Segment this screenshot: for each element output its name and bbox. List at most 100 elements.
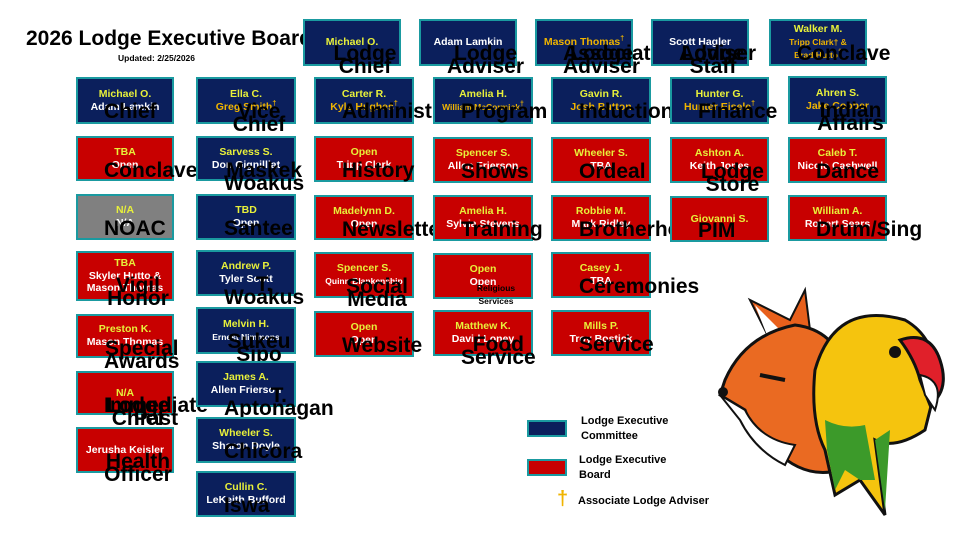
- position-title: Special Awards: [104, 338, 179, 372]
- position-title: Religious Services: [461, 282, 531, 308]
- adviser-name: Hunter Eisele†: [683, 100, 755, 114]
- line-text: Dance: [816, 160, 880, 183]
- line-text: Amelia H.: [459, 87, 507, 100]
- line-text: Spencer S.: [455, 147, 511, 160]
- dagger-icon: †: [557, 488, 569, 510]
- chair-name: Casey J.: [580, 262, 623, 275]
- chair-name: Carter R.: [342, 88, 386, 101]
- position-title: T. Woakus: [224, 274, 304, 308]
- line-text: Wheeler S.: [574, 147, 628, 160]
- legend-dagger-label: Associate Lodge Adviser: [578, 495, 710, 507]
- adviser-name: Open: [233, 217, 260, 230]
- line-text: Website: [342, 334, 423, 357]
- position-title: Lodge Chief: [331, 43, 399, 77]
- chair-name: Cullin C.: [225, 481, 268, 494]
- adviser-name: Sharon Doyle: [212, 440, 280, 453]
- position-title: Vice Chief: [224, 101, 294, 135]
- position-title: PIM: [698, 220, 735, 241]
- line-text: Hunter Eisele: [683, 100, 752, 113]
- line-text: N/A: [115, 204, 135, 217]
- adviser-name: Open: [112, 159, 139, 172]
- line-text: Inductions: [579, 100, 686, 123]
- chair-name: N/A: [116, 204, 134, 217]
- line-text: Ahren S.: [815, 87, 860, 100]
- line-text: T. Aptonagan: [224, 384, 334, 420]
- line-text: Adam Lamkin: [90, 100, 160, 113]
- line-text: Nicole Cashwell: [797, 160, 878, 172]
- chair-name: Michael O.: [99, 88, 152, 101]
- fox-and-parrot-mascot-logo: [718, 286, 945, 516]
- chair-name: Giovanni S.: [691, 213, 749, 226]
- line-text: Santee: [224, 217, 293, 240]
- adviser-name: Open: [351, 334, 378, 347]
- position-title: Health Officer: [104, 451, 172, 485]
- position-title: Associate: [563, 43, 662, 64]
- chair-name: Gavin R.: [580, 88, 623, 101]
- page-title: 2026 Lodge Executive Board: [26, 27, 312, 50]
- line-text: N/A: [115, 386, 135, 399]
- dagger-icon: †: [838, 49, 842, 57]
- adviser-name: Kyle Hughes†: [330, 100, 398, 114]
- line-text: Lodge Staff: [681, 42, 745, 78]
- line-text: Program: [461, 100, 548, 123]
- adviser-name: LeKeith Bufford: [206, 494, 285, 507]
- line-text: Vigil Honor: [107, 274, 169, 310]
- adviser-name: Mark Ridley: [572, 218, 631, 231]
- chair-name: Melvin H.: [223, 318, 269, 331]
- position-title: Iswa: [224, 495, 270, 516]
- adviser-name: Scott Hagler: [669, 36, 731, 49]
- line-text: Ordeal: [579, 160, 646, 183]
- line-text: Food Service: [461, 333, 536, 369]
- line-text: Open: [232, 217, 260, 229]
- adviser-name: Mason Thomas: [87, 336, 163, 349]
- line-text: Melvin H.: [222, 317, 270, 330]
- line-text: TBA: [114, 145, 136, 158]
- chair-name: Ashton A.: [695, 147, 744, 160]
- line-text: Chief: [104, 100, 157, 123]
- line-text: Mason Thomas: [86, 336, 164, 348]
- line-text: Lodge Adviser: [563, 42, 641, 78]
- line-text: Don Gignilliat: [211, 158, 281, 171]
- chair-name: Sarvess S.: [219, 146, 272, 159]
- line-text: TBA: [114, 256, 136, 269]
- position-title: Indian Affairs: [816, 100, 885, 134]
- line-text: Sylvia Stevens: [446, 218, 520, 230]
- chair-name: Preston K.: [99, 323, 152, 336]
- dagger-icon: †: [519, 100, 524, 108]
- adviser-name: Nicole Cashwell: [798, 160, 878, 173]
- position-title: Chicora: [224, 441, 302, 462]
- chair-name: TBD: [235, 204, 257, 217]
- chair-name: James A.: [223, 371, 269, 384]
- chair-name: Ella C.: [230, 88, 262, 101]
- adviser-name: Ernest Nimmons: [212, 331, 280, 344]
- position-title: Website: [342, 335, 422, 356]
- position-title: Immediate Past: [104, 395, 208, 429]
- line-text: Indian Affairs: [817, 99, 884, 135]
- position-title: History: [342, 160, 414, 181]
- line-text: Conclave: [797, 42, 891, 65]
- position-title: Maskek Woakus: [224, 160, 304, 194]
- line-text: Kyle Hughes: [330, 100, 394, 113]
- line-text: LeKeith Bufford: [206, 494, 286, 506]
- adviser-name: Tyler Scott: [219, 273, 272, 286]
- legend-board-label: Lodge Executive Board: [579, 453, 666, 483]
- legend-committee-swatch: [527, 420, 567, 437]
- adviser-name: Mason Thomas†: [544, 36, 624, 49]
- line-text: Troy Bostick: [569, 333, 633, 345]
- line-text: Walker M.: [793, 23, 843, 36]
- line-text: Giovanni S.: [690, 212, 749, 225]
- line-text: T. Woakus: [224, 273, 305, 309]
- position-title: Vigil Honor: [104, 275, 172, 309]
